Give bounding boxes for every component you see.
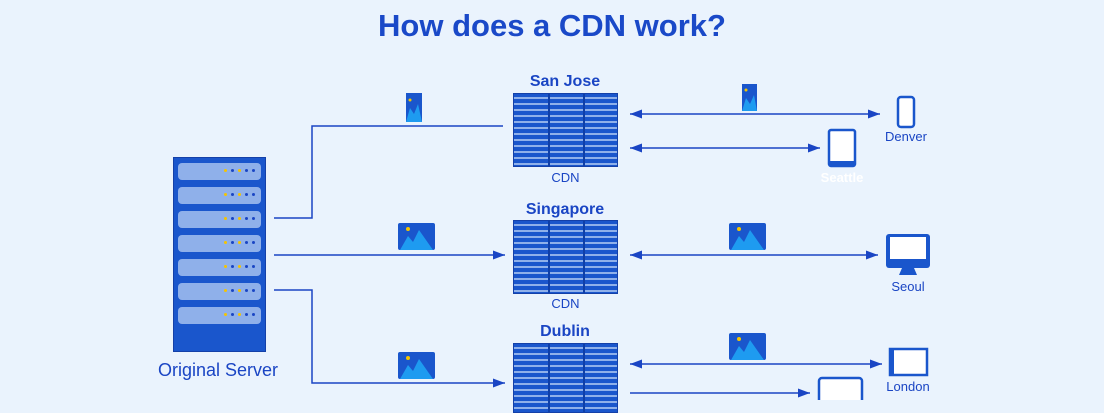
cdn-server-icon — [513, 220, 618, 294]
image-icon — [398, 223, 435, 250]
laptop-icon — [888, 347, 929, 377]
origin-server-icon — [173, 157, 266, 352]
origin-server-label: Original Server — [157, 360, 279, 380]
client-label: Seattle — [820, 170, 864, 185]
line-origin-sanjose — [274, 125, 503, 219]
client-label: Denver — [885, 129, 927, 144]
tablet-icon — [827, 128, 857, 168]
image-icon — [729, 333, 766, 360]
client-label: London — [886, 379, 930, 394]
page-title: How does a CDN work? — [378, 8, 726, 43]
cdn-server-icon — [513, 343, 618, 413]
cdn-city-label: Singapore — [525, 201, 605, 218]
tablet-icon — [817, 376, 864, 400]
line-origin-dublin — [274, 289, 505, 388]
cdn-city-label: Dublin — [540, 323, 590, 340]
cdn-server-icon — [513, 93, 618, 167]
image-icon — [398, 352, 435, 379]
cdn-label: CDN — [551, 296, 580, 311]
connection-lines — [274, 84, 930, 400]
image-icon — [742, 84, 757, 111]
phone-icon — [896, 95, 916, 129]
image-icon — [729, 223, 766, 250]
cdn-label: CDN — [551, 170, 580, 185]
client-label: Seoul — [891, 279, 925, 294]
image-icon — [406, 93, 422, 122]
desktop-icon — [886, 234, 930, 275]
cdn-city-label: San Jose — [529, 73, 601, 90]
